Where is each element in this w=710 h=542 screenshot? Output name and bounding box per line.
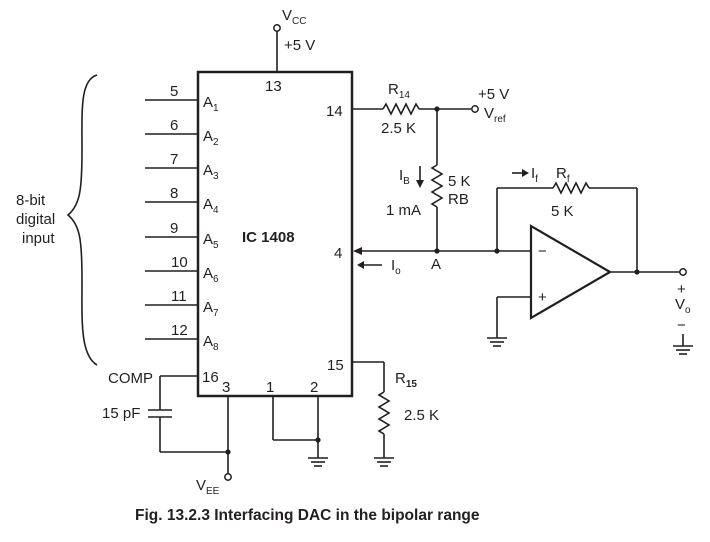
input-brace: [66, 74, 98, 366]
input-a2-label: A2: [203, 128, 219, 148]
pin-number: 11: [171, 288, 187, 305]
r15-resistor: [352, 361, 394, 467]
vcc-supply: VCC +5 V: [273, 7, 315, 72]
input-pins: 5 6 7 8 9 10 11 12 A1 A2 A3 A4 A5 A6 A7 …: [145, 83, 219, 353]
output-ground: [673, 334, 693, 355]
pin-1-label: 1: [266, 379, 274, 396]
pin-3-label: 3: [222, 379, 230, 396]
input-a3-label: A3: [203, 162, 219, 182]
pin-number: 6: [170, 117, 178, 134]
vref-value: +5 V: [478, 86, 509, 103]
node-a-label: A: [431, 256, 441, 273]
pin-number: 10: [171, 254, 188, 271]
comp-label: COMP: [108, 370, 153, 387]
ic-1408-body: [196, 70, 354, 398]
r15-value: 2.5 K: [404, 407, 439, 424]
pin-number: 7: [170, 151, 178, 168]
pin-number: 9: [170, 220, 178, 237]
rf-value: 5 K: [551, 203, 574, 220]
cap-value: 15 pF: [102, 405, 140, 422]
vee-label: VEE: [196, 477, 220, 497]
vcc-label: VCC: [282, 7, 306, 27]
comp-capacitor: [148, 375, 231, 455]
r14-value: 2.5 K: [381, 120, 416, 137]
input-a1-label: A1: [203, 94, 219, 114]
brace-label-line-2: digital: [16, 211, 55, 228]
r14-label: R14: [388, 81, 410, 101]
opamp-minus: −: [538, 243, 547, 260]
vo-label: Vo: [675, 296, 691, 316]
opamp-output: [610, 268, 687, 276]
opamp-ground: [487, 296, 531, 347]
if-label: If: [531, 165, 538, 185]
rb-name: RB: [448, 191, 469, 208]
pin-number: 12: [171, 322, 188, 339]
r14-resistor: [352, 102, 479, 116]
brace-label-line-3: input: [22, 230, 55, 247]
vee-supply: VEE: [196, 396, 232, 497]
io-label: Io: [391, 257, 401, 277]
rf-label: Rf: [556, 165, 570, 185]
pin-15-label: 15: [327, 357, 344, 374]
input-a6-label: A6: [203, 265, 219, 285]
vcc-value: +5 V: [284, 37, 315, 54]
ib-value: 1 mA: [386, 202, 421, 219]
input-a7-label: A7: [203, 299, 219, 319]
opamp-plus: +: [538, 289, 547, 306]
pin-number: 5: [170, 83, 178, 100]
vo-plus: +: [677, 281, 686, 298]
ib-arrow-icon: [416, 166, 424, 188]
ib-label: IB: [399, 167, 410, 187]
io-arrow-icon: [357, 261, 382, 269]
rb-resistor: [430, 109, 444, 251]
if-arrow-icon: [512, 169, 529, 177]
input-a4-label: A4: [203, 196, 219, 216]
ic-name: IC 1408: [242, 229, 295, 246]
opamp-triangle: [529, 224, 613, 320]
input-a8-label: A8: [203, 333, 219, 353]
input-a5-label: A5: [203, 231, 219, 251]
vo-minus: −: [677, 317, 686, 334]
pin-2-label: 2: [310, 379, 318, 396]
rb-value: 5 K: [448, 173, 471, 190]
brace-label-line-1: 8-bit: [16, 192, 46, 209]
pin-16-label: 16: [202, 369, 219, 386]
vref-label: Vref: [484, 105, 506, 125]
pin-4-label: 4: [334, 245, 342, 262]
pin-number: 8: [170, 185, 178, 202]
node-a-wiring: [353, 247, 531, 255]
figure-caption: Fig. 13.2.3 Interfacing DAC in the bipol…: [135, 507, 480, 524]
pin-14-label: 14: [326, 103, 343, 120]
r15-label: R15: [395, 370, 417, 390]
pin-1-2-ground: [272, 396, 328, 467]
pin-13-label: 13: [265, 78, 282, 95]
rf-resistor: [496, 181, 638, 271]
